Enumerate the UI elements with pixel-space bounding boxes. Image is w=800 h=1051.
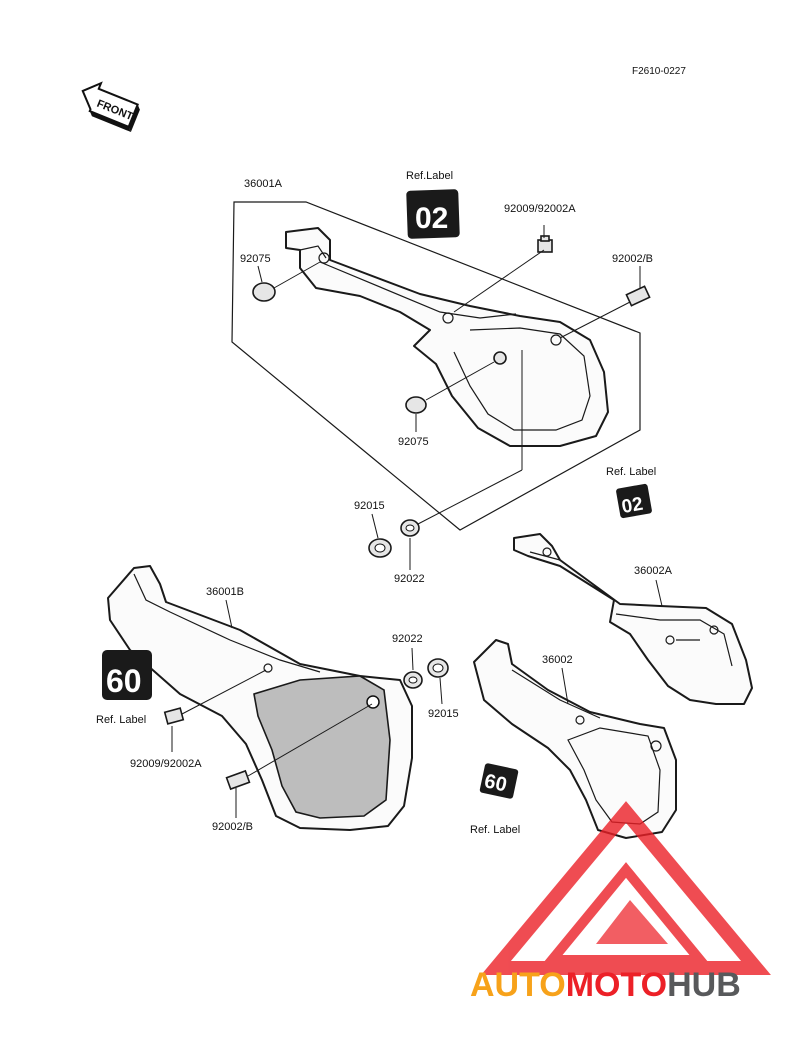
svg-text:60: 60	[482, 770, 508, 796]
diagram-code: F2610-0227	[632, 66, 686, 77]
ref-label-left: Ref. Label	[96, 714, 146, 726]
callout-36002A: 36002A	[634, 565, 673, 577]
side-cover-36002	[473, 639, 677, 839]
washer-92022-a	[400, 519, 420, 537]
grommet-92075-a	[252, 282, 276, 302]
grommet-92075-b	[405, 396, 427, 414]
svg-text:60: 60	[106, 663, 142, 699]
ref-label-bottom: Ref. Label	[470, 824, 520, 836]
ref-label-emblem-right: 02	[616, 483, 652, 519]
callout-36001A: 36001A	[244, 178, 283, 190]
automotohub-logo-text: AUTOMOTOHUB	[470, 966, 741, 1004]
callout-92075-b: 92075	[398, 436, 429, 448]
grommet-seat	[493, 351, 507, 365]
assembly-outline-36001A	[231, 201, 641, 531]
svg-text:02: 02	[415, 202, 448, 235]
nut-92015-b	[427, 658, 449, 678]
side-cover-36001A	[285, 227, 609, 447]
ref-label-emblem-top: 02	[406, 189, 460, 239]
washer-92022-b	[403, 671, 423, 689]
ref-label-top: Ref.Label	[406, 170, 453, 182]
svg-text:02: 02	[620, 494, 644, 518]
bolt-92009-bottom	[163, 707, 185, 725]
callout-92009-bottom: 92009/92002A	[130, 758, 202, 770]
ref-label-emblem-left: 60	[102, 650, 152, 700]
callout-92022-b: 92022	[392, 633, 423, 645]
callout-92002B-bottom: 92002/B	[212, 821, 253, 833]
callout-92002B-top: 92002/B	[612, 253, 653, 265]
ref-label-right: Ref. Label	[606, 466, 656, 478]
ref-label-emblem-bottom: 60	[479, 763, 519, 799]
callout-92015-a: 92015	[354, 500, 385, 512]
front-arrow-icon: FRONT	[81, 81, 140, 133]
side-cover-36001B	[107, 565, 413, 831]
callout-92075-a: 92075	[240, 253, 271, 265]
mesh-panel	[253, 675, 391, 819]
callout-36002: 36002	[542, 654, 573, 666]
callout-92022-a: 92022	[394, 573, 425, 585]
bolt-92002B-bottom	[225, 769, 251, 791]
side-cover-36002A	[513, 533, 753, 705]
automotohub-logo	[481, 801, 771, 975]
bolt-92009-top	[537, 235, 553, 253]
leader-line	[453, 249, 545, 313]
bolt-92002B-top	[625, 285, 651, 307]
callout-36001B: 36001B	[206, 586, 244, 598]
callout-92015-b: 92015	[428, 708, 459, 720]
nut-92015-a	[368, 538, 392, 558]
callout-92009-top: 92009/92002A	[504, 203, 576, 215]
